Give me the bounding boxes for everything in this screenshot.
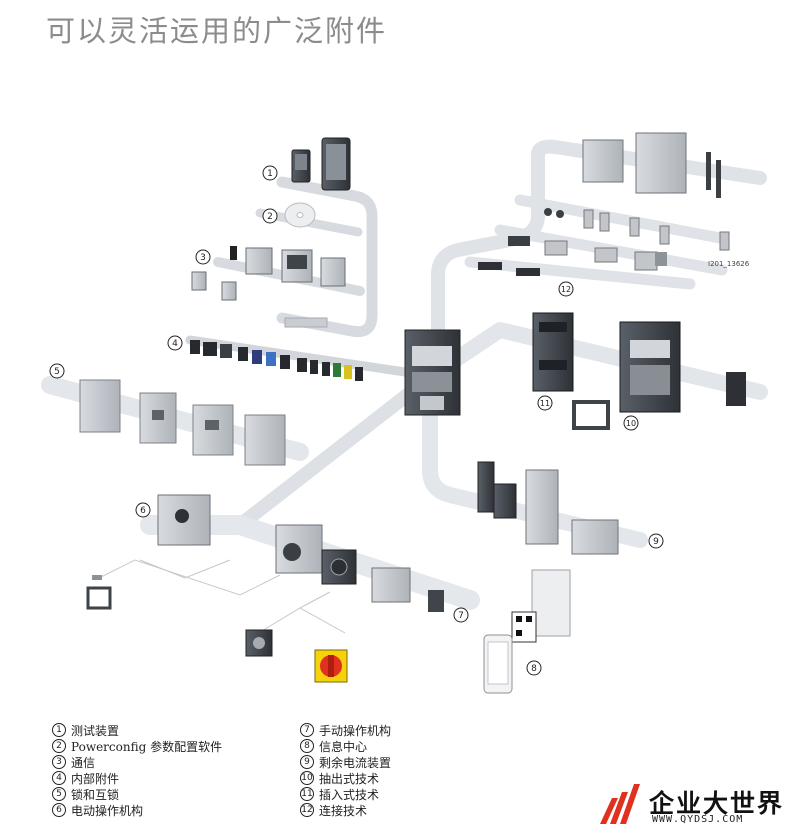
callouts: 1 2 3 4 5 6 7 8 9 10 11 12 (49, 165, 664, 676)
legend-number: 10 (300, 771, 314, 785)
legend-label: 测试装置 (71, 723, 120, 738)
callout-4: 4 (167, 335, 183, 351)
legend-item: 5 锁和互锁 (52, 786, 222, 802)
callout-1-label: 1 (267, 169, 273, 179)
callout-9: 9 (648, 533, 664, 549)
connection-technology (478, 132, 730, 276)
callout-1: 1 (262, 165, 278, 181)
callout-11-label: 11 (540, 399, 550, 408)
legend-item: 2 Powerconfig 参数配置软件 (52, 738, 222, 754)
legend-item: 8 信息中心 (300, 738, 391, 754)
plug-in-technology (532, 312, 574, 392)
legend-number: 6 (52, 803, 66, 817)
legend-label: 锁和互锁 (71, 787, 120, 802)
legend-number: 2 (52, 739, 66, 753)
callout-10: 10 (623, 415, 639, 431)
internal-accessories (190, 340, 363, 381)
page-title: 可以灵活运用的广泛附件 (46, 14, 388, 48)
logo-url: WWW.QYDSJ.COM (652, 814, 744, 825)
legend-label: 抽出式技术 (319, 771, 380, 786)
legend-item: 3 通信 (52, 754, 222, 770)
callout-7-label: 7 (458, 611, 464, 621)
legend-item: 9 剩余电流装置 (300, 754, 391, 770)
callout-2-label: 2 (267, 212, 273, 222)
legend-item: 6 电动操作机构 (52, 802, 222, 818)
callout-12: 12 (558, 281, 574, 297)
motor-operators (86, 494, 211, 610)
legend-item: 10 抽出式技术 (300, 770, 391, 786)
callout-11: 11 (537, 395, 553, 411)
legend-number: 4 (52, 771, 66, 785)
legend-number: 5 (52, 787, 66, 801)
legend-label: 信息中心 (319, 739, 368, 754)
communication-modules (191, 246, 346, 328)
legend-label: 插入式技术 (319, 787, 380, 802)
callout-12-label: 12 (561, 285, 571, 294)
callout-6: 6 (135, 502, 151, 518)
legend-item: 4 内部附件 (52, 770, 222, 786)
powerconfig-cd (284, 202, 316, 228)
callout-3-label: 3 (200, 253, 206, 263)
callout-5-label: 5 (54, 367, 60, 377)
legend-item: 12 连接技术 (300, 802, 391, 818)
information-center (483, 569, 571, 694)
legend-label: 连接技术 (319, 803, 368, 818)
accessories-diagram: I201_13626 1 2 3 4 5 6 7 8 9 10 11 12 (41, 132, 768, 694)
callout-8-label: 8 (531, 664, 537, 674)
legend-label: Powerconfig 参数配置软件 (71, 739, 223, 754)
residual-current-devices (477, 461, 619, 555)
callout-6-label: 6 (140, 506, 146, 516)
callout-7: 7 (453, 607, 469, 623)
logo-icon (600, 784, 640, 824)
legend-label: 手动操作机构 (319, 723, 392, 738)
wiring (94, 559, 346, 636)
locks-interlocks (79, 379, 286, 466)
callout-5: 5 (49, 363, 65, 379)
callout-4-label: 4 (172, 339, 178, 349)
manual-operators (245, 524, 444, 683)
legend-item: 1 测试装置 (52, 722, 222, 738)
legend-number: 9 (300, 755, 314, 769)
figure-code: I201_13626 (708, 260, 750, 268)
legend-number: 8 (300, 739, 314, 753)
legend-label: 通信 (71, 755, 96, 770)
legend-label: 内部附件 (71, 771, 120, 786)
central-breaker (404, 329, 461, 416)
legend-item: 7 手动操作机构 (300, 722, 391, 738)
callout-8: 8 (526, 660, 542, 676)
watermark-logo: 企业大世界 WWW.QYDSJ.COM (596, 778, 786, 834)
callout-2: 2 (262, 208, 278, 224)
legend-left: 1 测试装置 2 Powerconfig 参数配置软件 3 通信 4 内部附件 5 锁和互… (52, 722, 222, 818)
legend-number: 11 (300, 787, 314, 801)
legend-number: 12 (300, 803, 314, 817)
legend-label: 剩余电流装置 (319, 755, 392, 770)
legend-number: 7 (300, 723, 314, 737)
callout-9-label: 9 (653, 537, 659, 547)
callout-10-label: 10 (626, 419, 636, 428)
legend-label: 电动操作机构 (71, 803, 144, 818)
legend-right: 7 手动操作机构 8 信息中心 9 剩余电流装置 10 抽出式技术 11 插入式技术 12… (300, 722, 391, 818)
legend-number: 1 (52, 723, 66, 737)
draw-out-technology (572, 321, 746, 430)
legend-item: 11 插入式技术 (300, 786, 391, 802)
test-devices (291, 137, 351, 191)
logo-name: 企业大世界 (649, 789, 785, 818)
legend-number: 3 (52, 755, 66, 769)
callout-3: 3 (195, 249, 211, 265)
